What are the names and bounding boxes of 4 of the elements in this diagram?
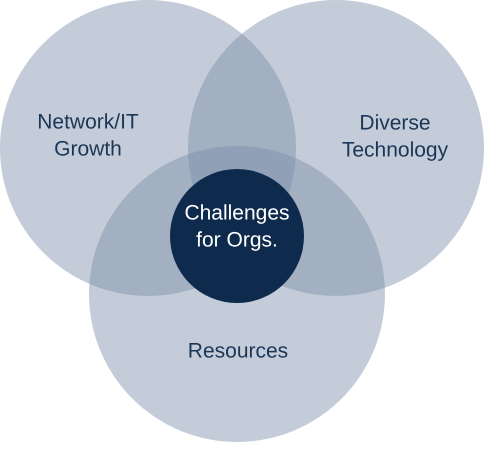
circle-label: Diverse Technology [340, 110, 450, 164]
circle-label: Challenges for Orgs. [183, 200, 291, 254]
circle-label: Network/IT Growth [36, 110, 140, 163]
circle-label: Resources [186, 338, 290, 364]
